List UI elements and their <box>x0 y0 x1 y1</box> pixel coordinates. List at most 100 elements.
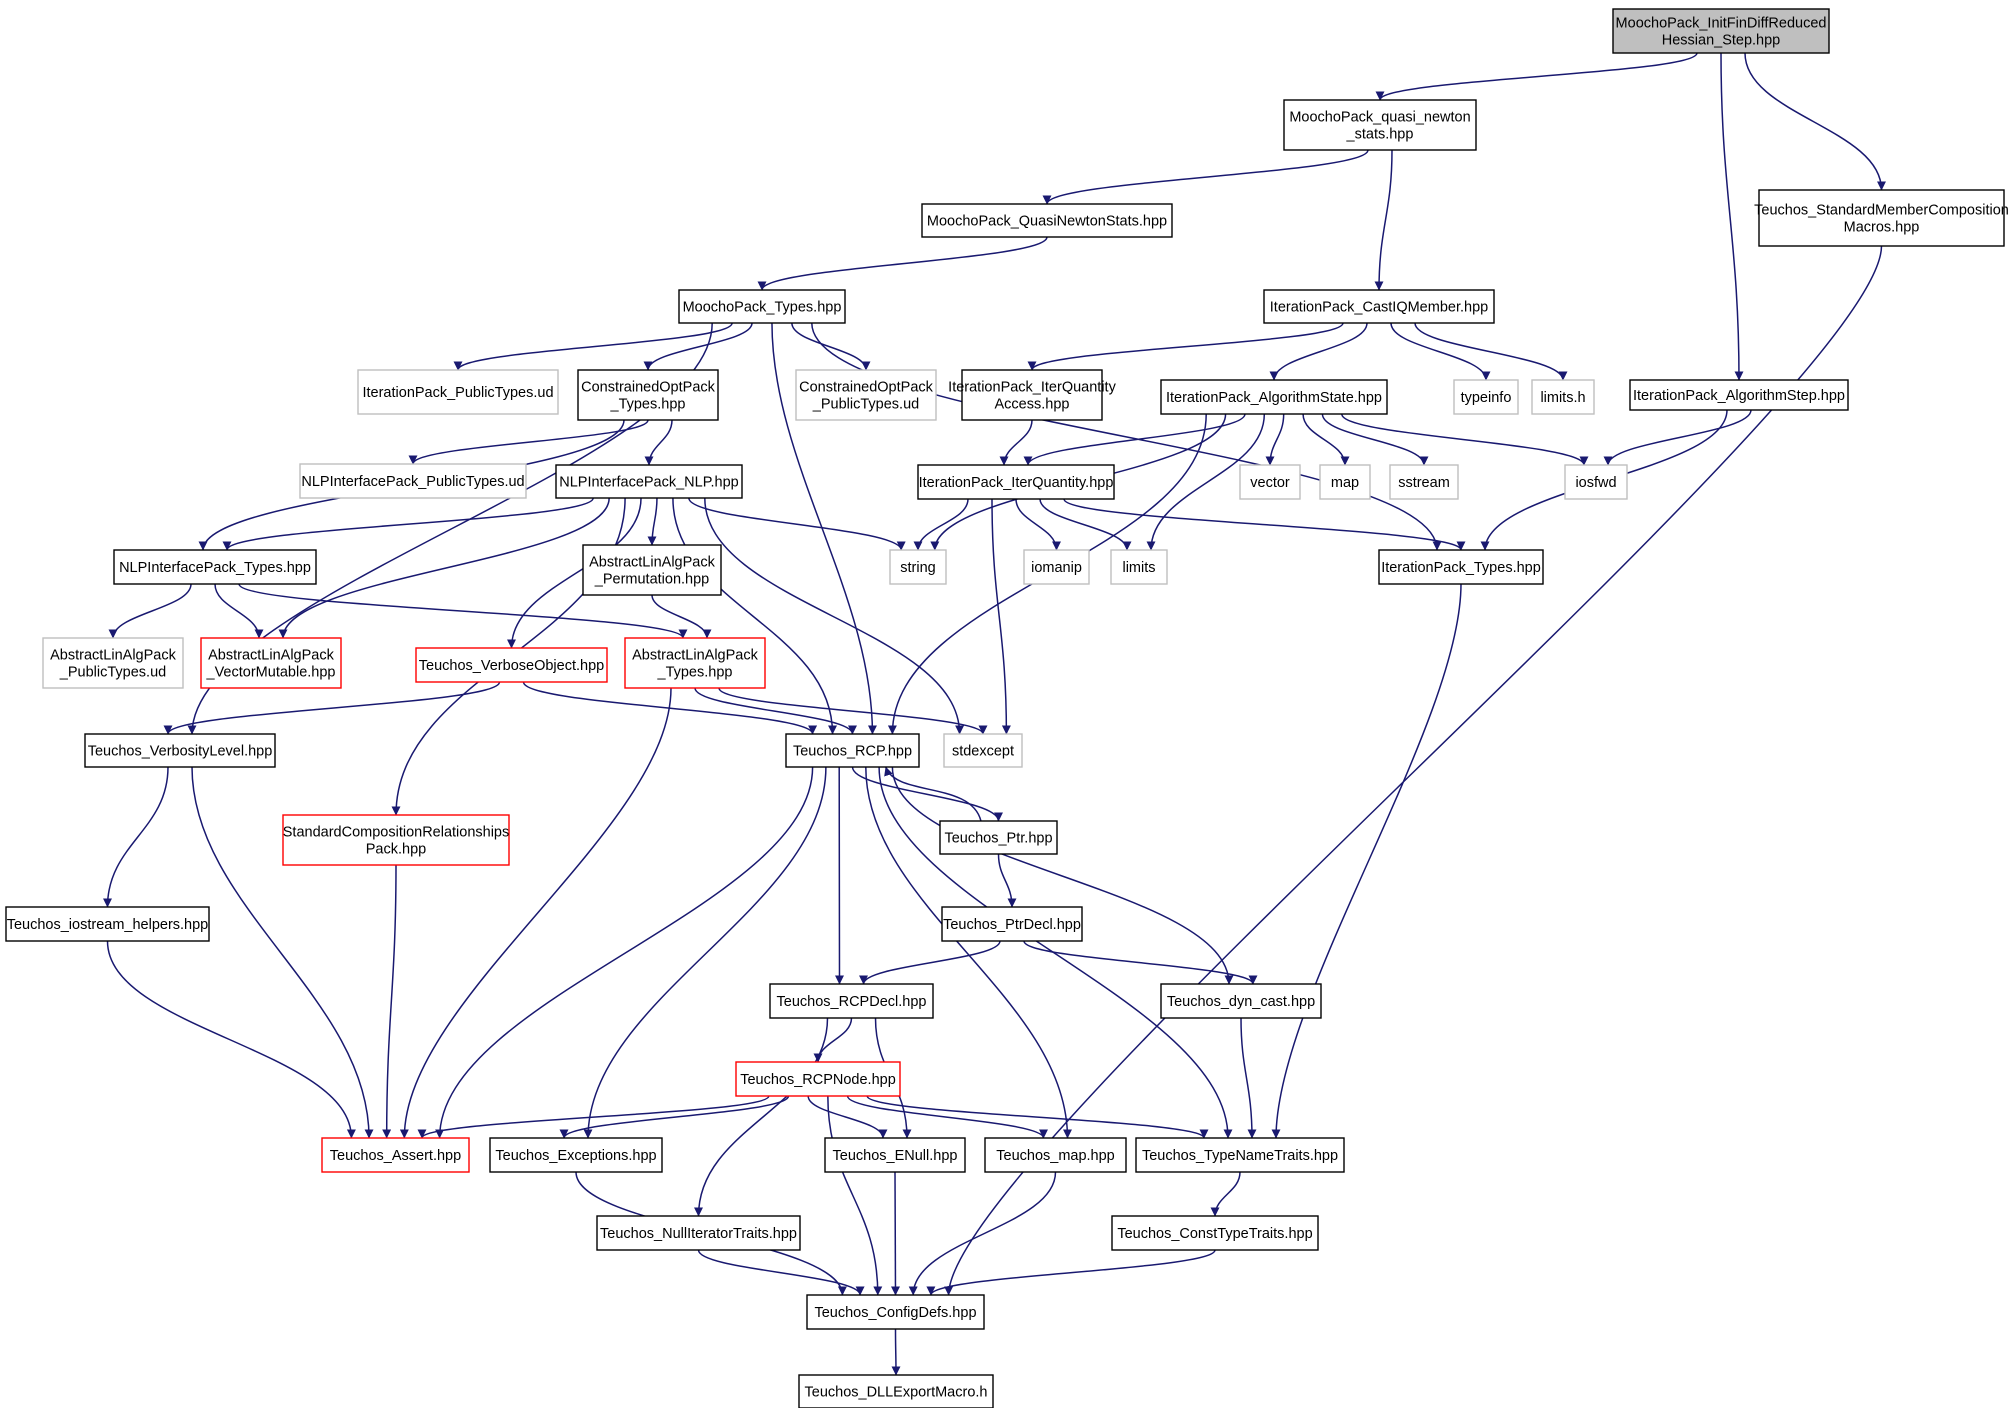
dependency-edge-alg_state-to-sstream <box>1321 413 1429 466</box>
dependency-edge-rcpnode-to-assert <box>417 1095 770 1139</box>
node-cop_pubtypes[interactable]: ConstrainedOptPack_PublicTypes.ud <box>795 369 937 421</box>
node-rcp[interactable]: Teuchos_RCP.hpp <box>785 733 920 768</box>
node-tmap[interactable]: Teuchos_map.hpp <box>984 1137 1127 1173</box>
dependency-edge-qn_stats-to-castiq <box>1374 149 1393 291</box>
node-label-cop_types-line-1: _Types.hpp <box>610 397 686 413</box>
node-box-nulliter <box>596 1215 801 1251</box>
node-iostream_h[interactable]: Teuchos_iostream_helpers.hpp <box>5 906 210 942</box>
node-std_member[interactable]: Teuchos_StandardMemberCompositionMacros.… <box>1754 189 2009 247</box>
node-box-consttype <box>1111 1215 1319 1251</box>
dependency-edge-nlp-to-nlp_types <box>222 497 594 551</box>
node-iterq[interactable]: IterationPack_IterQuantity.hpp <box>917 464 1115 500</box>
node-qn_stats[interactable]: MoochoPack_quasi_newton_stats.hpp <box>1283 99 1477 151</box>
node-label-ala_pubtypes-line-0: AbstractLinAlgPack <box>50 648 176 664</box>
node-box-cop_types <box>577 369 719 421</box>
node-label-ip_pubtypes-line-0: IterationPack_PublicTypes.ud <box>362 385 553 401</box>
node-box-tmap <box>984 1137 1127 1173</box>
node-label-qn_stats_cls-line-0: MoochoPack_QuasiNewtonStats.hpp <box>927 214 1167 230</box>
node-configdefs[interactable]: Teuchos_ConfigDefs.hpp <box>806 1294 985 1330</box>
dependency-edge-mp_types-to-cop_pubtypes <box>791 322 871 371</box>
node-label-nlp-line-0: NLPInterfacePack_NLP.hpp <box>559 475 739 491</box>
dependency-edge-mp_types-to-cop_types <box>643 322 753 371</box>
node-ala_pubtypes[interactable]: AbstractLinAlgPack_PublicTypes.ud <box>42 637 184 689</box>
dependency-edge-ptrdecl-to-dyncast <box>1023 940 1258 985</box>
node-qn_stats_cls[interactable]: MoochoPack_QuasiNewtonStats.hpp <box>921 203 1173 238</box>
dependency-edge-iterq-to-ip_types <box>1063 498 1466 551</box>
dependency-edge-nlp_types-to-ala_vecmut <box>214 583 264 639</box>
node-label-rcpnode-line-0: Teuchos_RCPNode.hpp <box>740 1072 896 1088</box>
node-cop_types[interactable]: ConstrainedOptPack_Types.hpp <box>577 369 719 421</box>
node-string[interactable]: string <box>889 549 947 585</box>
node-label-limits_h-line-0: limits.h <box>1540 390 1585 406</box>
node-assert[interactable]: Teuchos_Assert.hpp <box>321 1137 470 1173</box>
node-label-scr_pack-line-0: StandardCompositionRelationships <box>283 825 510 841</box>
node-map[interactable]: map <box>1319 464 1371 500</box>
node-castiq[interactable]: IterationPack_CastIQMember.hpp <box>1263 289 1495 324</box>
node-limits[interactable]: limits <box>1110 549 1168 585</box>
node-enull[interactable]: Teuchos_ENull.hpp <box>824 1137 966 1173</box>
node-alg_state[interactable]: IterationPack_AlgorithmState.hpp <box>1160 379 1388 415</box>
node-ip_types[interactable]: IterationPack_Types.hpp <box>1378 549 1544 585</box>
node-vector[interactable]: vector <box>1239 464 1301 500</box>
node-ip_pubtypes[interactable]: IterationPack_PublicTypes.ud <box>357 369 559 415</box>
node-root[interactable]: MoochoPack_InitFinDiffReducedHessian_Ste… <box>1612 8 1830 54</box>
node-ala_perm[interactable]: AbstractLinAlgPack_Permutation.hpp <box>582 544 722 596</box>
node-limits_h[interactable]: limits.h <box>1531 379 1595 415</box>
node-nlp_types[interactable]: NLPInterfacePack_Types.hpp <box>113 549 317 585</box>
node-box-ptr <box>939 820 1058 855</box>
dependency-edge-nlp-to-stdexcept <box>704 497 965 735</box>
node-alg_step[interactable]: IterationPack_AlgorithmStep.hpp <box>1629 379 1849 411</box>
node-nlp[interactable]: NLPInterfacePack_NLP.hpp <box>555 464 743 499</box>
node-exceptions[interactable]: Teuchos_Exceptions.hpp <box>489 1137 663 1173</box>
dependency-edge-iq_access-to-iterq <box>999 419 1033 466</box>
node-sstream[interactable]: sstream <box>1389 464 1459 500</box>
node-stdexcept[interactable]: stdexcept <box>943 733 1023 768</box>
dependency-edge-mp_types-to-ip_types <box>811 322 1442 551</box>
node-typename[interactable]: Teuchos_TypeNameTraits.hpp <box>1135 1137 1345 1173</box>
dependency-edge-ala_perm-to-ala_types <box>651 594 712 639</box>
node-consttype[interactable]: Teuchos_ConstTypeTraits.hpp <box>1111 1215 1319 1251</box>
node-label-stdexcept-line-0: stdexcept <box>952 744 1014 760</box>
node-ala_vecmut[interactable]: AbstractLinAlgPack_VectorMutable.hpp <box>200 637 342 689</box>
node-verb_level[interactable]: Teuchos_VerbosityLevel.hpp <box>84 733 276 768</box>
node-dyncast[interactable]: Teuchos_dyn_cast.hpp <box>1160 983 1322 1019</box>
node-ptr[interactable]: Teuchos_Ptr.hpp <box>939 820 1058 855</box>
node-box-configdefs <box>806 1294 985 1330</box>
dependency-edge-rcp-to-exceptions <box>583 766 827 1139</box>
node-label-dyncast-line-0: Teuchos_dyn_cast.hpp <box>1167 994 1315 1010</box>
node-rcpnode[interactable]: Teuchos_RCPNode.hpp <box>735 1061 901 1097</box>
node-mp_types[interactable]: MoochoPack_Types.hpp <box>678 289 846 324</box>
dependency-edge-consttype-to-configdefs <box>926 1249 1216 1296</box>
node-label-root-line-1: Hessian_Step.hpp <box>1662 33 1781 49</box>
node-dllexport[interactable]: Teuchos_DLLExportMacro.h <box>798 1374 994 1408</box>
dependency-edge-enull-to-configdefs <box>890 1171 900 1296</box>
node-nlp_pubtypes[interactable]: NLPInterfacePack_PublicTypes.ud <box>299 463 527 499</box>
dependency-edge-castiq-to-alg_state <box>1269 322 1368 381</box>
dependency-edge-root-to-alg_step <box>1720 52 1744 381</box>
node-typeinfo[interactable]: typeinfo <box>1453 379 1519 415</box>
node-box-scr_pack <box>282 814 510 866</box>
node-label-nlp_types-line-0: NLPInterfacePack_Types.hpp <box>119 560 311 576</box>
node-rcpdecl[interactable]: Teuchos_RCPDecl.hpp <box>769 983 934 1019</box>
dependency-edge-verbose_obj-to-verb_level <box>163 681 501 735</box>
node-box-root <box>1612 8 1830 54</box>
node-ptrdecl[interactable]: Teuchos_PtrDecl.hpp <box>941 906 1083 942</box>
node-ala_types[interactable]: AbstractLinAlgPack_Types.hpp <box>624 637 766 689</box>
node-nulliter[interactable]: Teuchos_NullIteratorTraits.hpp <box>596 1215 801 1251</box>
node-box-castiq <box>1263 289 1495 324</box>
node-label-enull-line-0: Teuchos_ENull.hpp <box>833 1148 958 1164</box>
node-iomanip[interactable]: iomanip <box>1023 549 1090 585</box>
dependency-edge-alg_state-to-limits <box>1146 413 1266 551</box>
dependency-edge-cop_types-to-nlp_pubtypes <box>408 419 649 465</box>
node-label-qn_stats-line-1: _stats.hpp <box>1346 127 1414 143</box>
dependency-edge-root-to-qn_stats <box>1375 52 1698 101</box>
node-iosfwd[interactable]: iosfwd <box>1564 464 1628 500</box>
dependency-edge-alg_state-to-map <box>1302 413 1350 466</box>
node-verbose_obj[interactable]: Teuchos_VerboseObject.hpp <box>415 647 608 683</box>
node-box-iosfwd <box>1564 464 1628 500</box>
node-box-enull <box>824 1137 966 1173</box>
node-box-alg_step <box>1629 379 1849 411</box>
node-box-mp_types <box>678 289 846 324</box>
